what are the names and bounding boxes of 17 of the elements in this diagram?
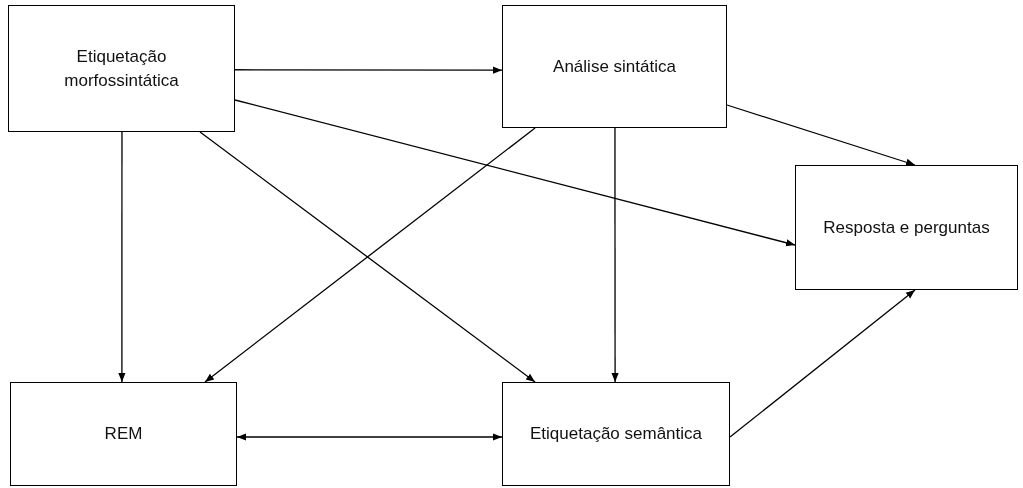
process-box — [10, 382, 237, 486]
process-box — [502, 5, 727, 128]
arrow — [726, 104, 916, 166]
process-box — [8, 5, 235, 132]
process-box — [795, 165, 1018, 290]
process-box — [502, 382, 730, 486]
arrow — [729, 289, 916, 438]
arrow — [234, 99, 796, 247]
arrow — [236, 433, 503, 441]
box-label: REM — [103, 423, 144, 445]
arrow — [118, 131, 126, 383]
box-label: Etiquetação morfossintática — [63, 45, 180, 92]
arrow — [234, 66, 503, 74]
box-label: Resposta e perguntas — [822, 216, 991, 239]
box-label: Análise sintática — [552, 55, 677, 78]
arrow — [611, 127, 619, 383]
box-label: Etiquetação semântica — [529, 423, 703, 445]
